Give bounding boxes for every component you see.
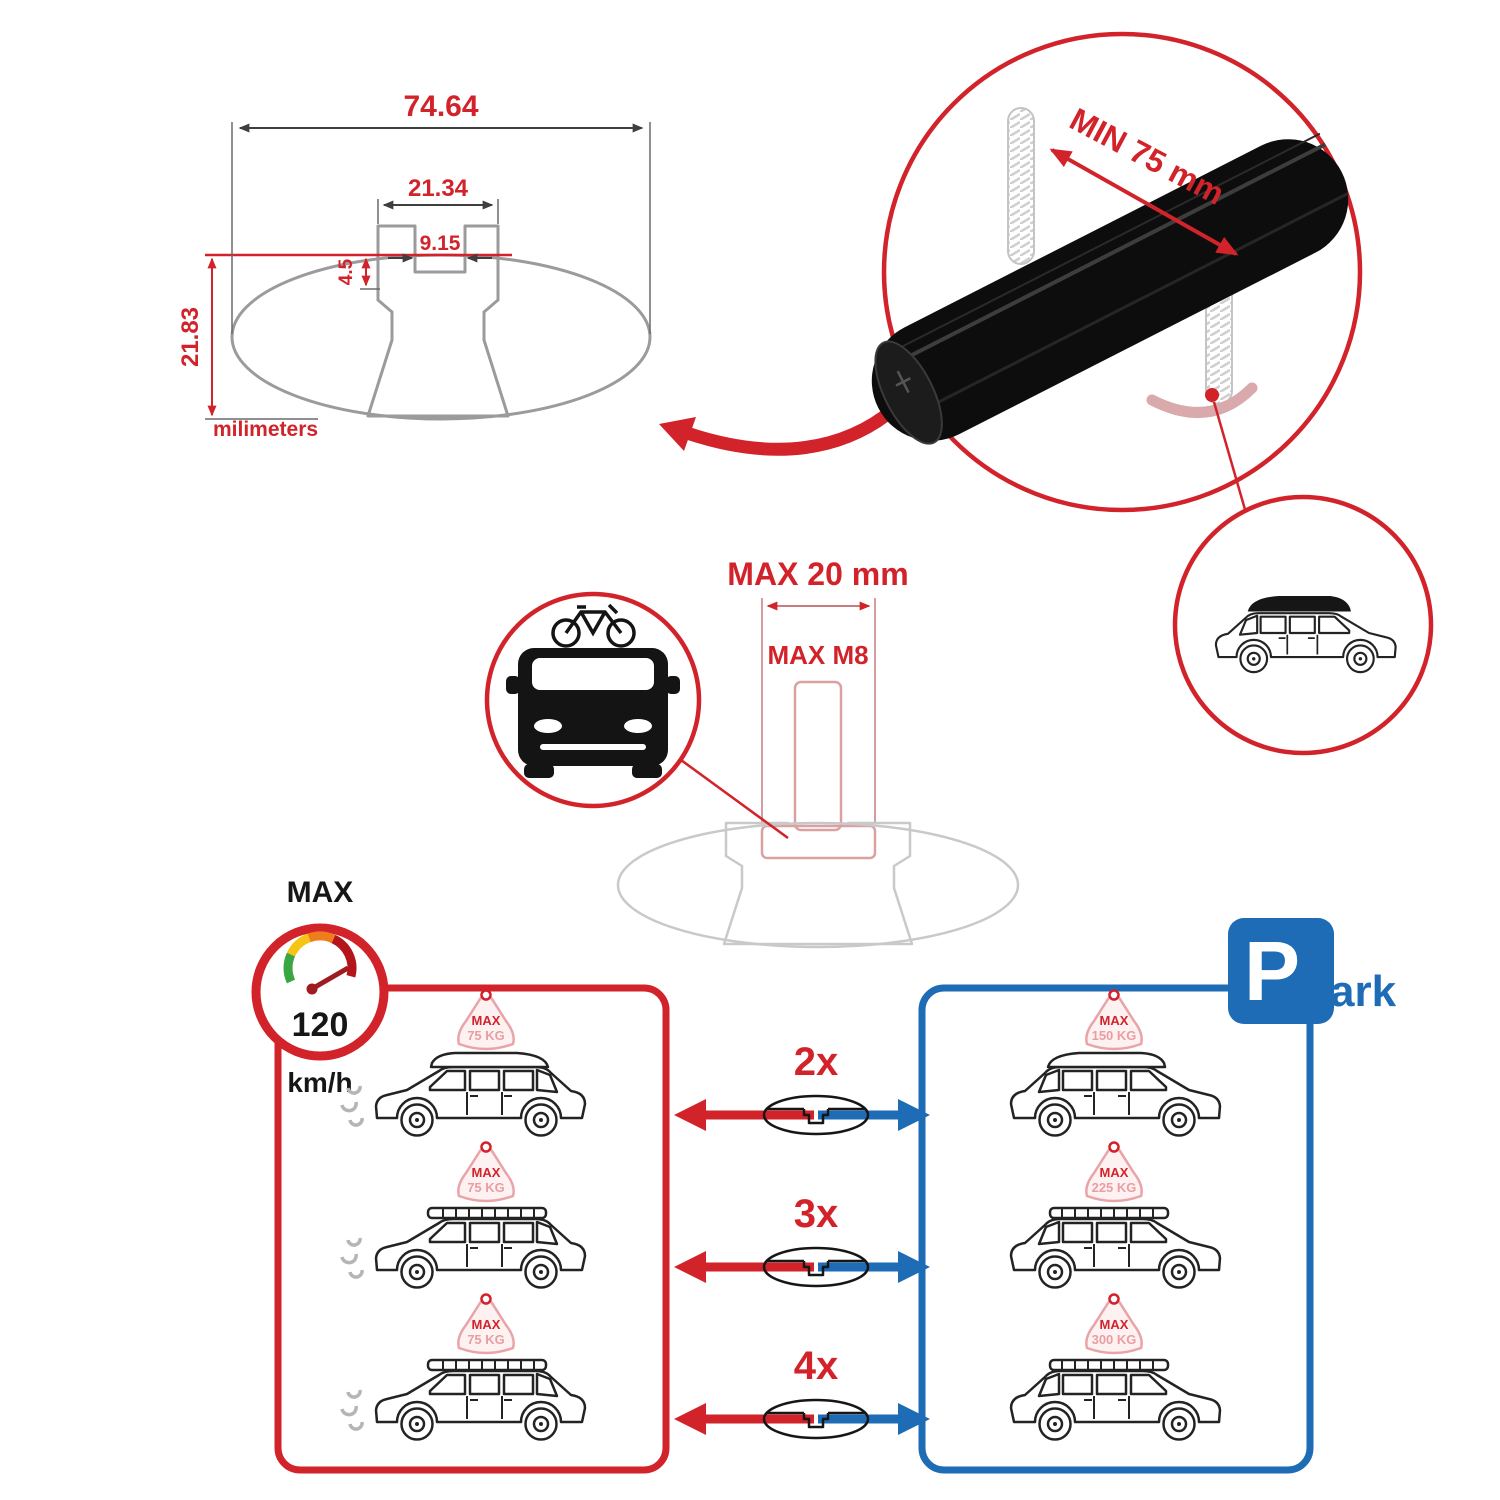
t-slot-profile xyxy=(366,224,510,418)
profile-ellipse xyxy=(230,253,652,421)
dimension-channel-outer: 21.34 xyxy=(377,175,499,224)
pointer-arrow-icon xyxy=(659,395,909,456)
park-sign-square xyxy=(1228,918,1334,1024)
suv-roofbox-circle xyxy=(1172,494,1434,756)
bicycle-icon xyxy=(551,603,636,648)
driving-load-max: MAX xyxy=(472,1165,501,1180)
roof-box-icon xyxy=(1247,596,1351,612)
dimension-total-width: 74.64 xyxy=(231,90,651,334)
parked-load-max: MAX xyxy=(1100,1013,1129,1028)
comparison-row: MAX 75 KG 4x MAX 300 KG xyxy=(340,1293,1222,1441)
parked-load-weight: 225 KG xyxy=(1092,1180,1137,1195)
dim-channel-outer-label: 21.34 xyxy=(408,175,469,202)
comparison-row: MAX 75 KG 3x MAX 225 KG xyxy=(340,1141,1222,1289)
driving-load-weight: 75 KG xyxy=(467,1180,505,1195)
dim-profile-height-label: 21.83 xyxy=(177,307,204,367)
speed-title: MAX xyxy=(287,876,354,909)
speedometer-hub xyxy=(306,983,318,995)
ghost-profile-icon xyxy=(616,821,1020,949)
park-letter: P xyxy=(1244,924,1300,1018)
dimension-profile-height: 21.83 xyxy=(177,257,217,417)
dim-channel-slot-label: 9.15 xyxy=(420,232,461,255)
multiplier-label: 4x xyxy=(794,1344,839,1388)
parked-load-max: MAX xyxy=(1100,1165,1129,1180)
unit-label: milimeters xyxy=(213,418,318,441)
t-bolt-icon xyxy=(760,680,877,860)
multiplier-label: 3x xyxy=(794,1192,839,1236)
parked-load-max: MAX xyxy=(1100,1317,1129,1332)
speed-limit-badge: MAX 120 km/h xyxy=(251,876,389,1098)
parked-load-weight: 300 KG xyxy=(1092,1332,1137,1347)
bolt-max-width-label: MAX 20 mm xyxy=(727,556,908,592)
speedometer-gauge xyxy=(283,931,357,984)
bolt-diagram: MAX 20 mm MAX M8 xyxy=(616,556,1020,949)
bolt-thread-label: MAX M8 xyxy=(767,640,868,670)
circle-connector-line xyxy=(1212,401,1248,514)
bolt-connector-line xyxy=(680,758,789,840)
parked-load-weight: 150 KG xyxy=(1092,1028,1137,1043)
fixing-point-dot xyxy=(1205,388,1219,402)
crossbar-cross-section-drawing: 74.64 21.34 9.15 4.5 21.83 milimeters xyxy=(177,90,652,441)
driving-load-weight: 75 KG xyxy=(467,1028,505,1043)
car-front-icon xyxy=(506,648,680,778)
driving-load-max: MAX xyxy=(472,1013,501,1028)
clamp-strap-icon xyxy=(1146,382,1258,418)
u-bolt-rod-left-icon xyxy=(1007,107,1035,265)
driving-load-max: MAX xyxy=(472,1317,501,1332)
speed-unit: km/h xyxy=(287,1067,352,1098)
park-suffix: ark xyxy=(1330,967,1397,1016)
park-sign: P ark xyxy=(1228,918,1397,1024)
dimension-lip-depth: 4.5 xyxy=(336,257,380,290)
driving-load-weight: 75 KG xyxy=(467,1332,505,1347)
dim-lip-depth-label: 4.5 xyxy=(336,258,357,285)
comparison-row: MAX 75 KG 2x MAX 150 KG xyxy=(340,989,1222,1137)
car-bike-circle xyxy=(484,591,789,840)
dimension-channel-slot: 9.15 xyxy=(388,232,492,263)
dim-total-width-label: 74.64 xyxy=(403,90,478,123)
crossbar-closeup-circle: MIN 75 mm xyxy=(871,31,1363,513)
speed-value: 120 xyxy=(292,1006,349,1044)
multiplier-label: 2x xyxy=(794,1040,839,1084)
